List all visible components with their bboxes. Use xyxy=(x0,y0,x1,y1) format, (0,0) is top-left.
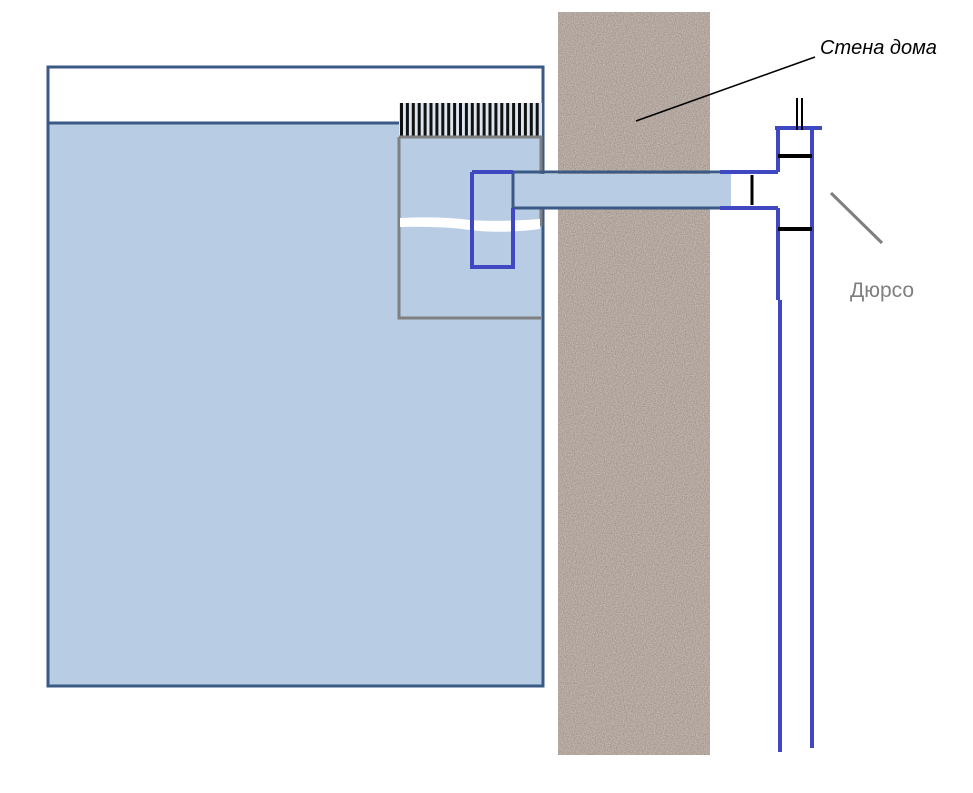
wall-leader-line xyxy=(635,56,816,122)
valve-leader-line xyxy=(829,191,884,245)
drain-pipe xyxy=(470,170,778,269)
grate-bar xyxy=(447,103,451,137)
grate-bar xyxy=(500,103,504,137)
wall-label: Стена дома xyxy=(820,37,937,59)
grate-bar xyxy=(529,103,533,137)
grate-bar xyxy=(435,103,439,137)
vertical-pipe xyxy=(775,98,822,752)
grate-bar xyxy=(417,103,421,137)
grate-bar xyxy=(494,103,498,137)
grate-bar xyxy=(453,103,457,137)
grate-bar xyxy=(400,103,403,137)
grate-bar xyxy=(411,103,415,137)
grate-bar xyxy=(482,103,486,137)
grate-bar xyxy=(441,103,445,137)
grate-bar xyxy=(459,103,462,137)
valve-label: Дюрсо xyxy=(850,279,914,302)
skimmer-grate xyxy=(399,103,542,137)
grate-bar xyxy=(423,103,427,137)
grate-bar xyxy=(523,103,527,137)
grate-bar xyxy=(535,103,539,137)
grate-bar xyxy=(470,103,474,137)
grate-bar xyxy=(488,103,492,137)
grate-bar xyxy=(506,103,510,137)
grate-bar xyxy=(405,103,409,137)
house-wall xyxy=(558,12,710,755)
grate-bar xyxy=(512,103,516,137)
grate-bar xyxy=(464,103,468,137)
tank xyxy=(46,65,545,688)
grate-bar xyxy=(429,103,433,137)
grate-bar xyxy=(476,103,480,137)
grate-bar xyxy=(518,103,521,137)
